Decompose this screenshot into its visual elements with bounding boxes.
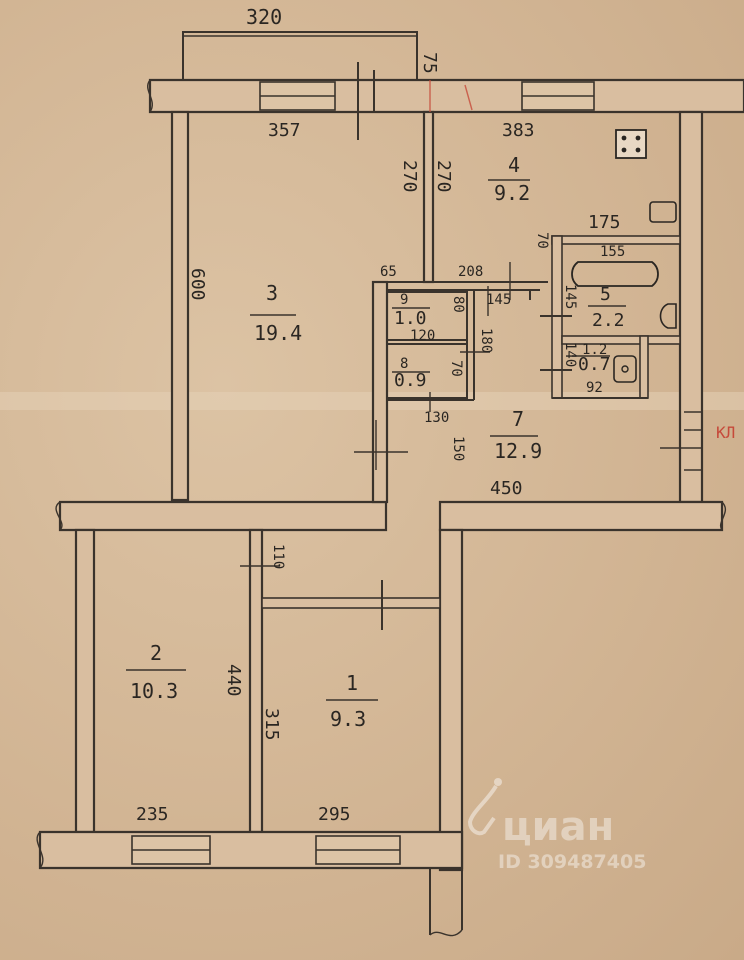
dim-wc-depth: 140 bbox=[562, 342, 578, 367]
stove-icon bbox=[615, 129, 647, 159]
room-5-number: 5 bbox=[600, 284, 611, 305]
dim-hall-depth: 180 bbox=[478, 328, 494, 353]
dim-r9-width: 145 bbox=[486, 292, 511, 308]
room-2-number: 2 bbox=[150, 641, 162, 665]
dim-r8-depth: 70 bbox=[448, 360, 464, 377]
bathtub-icon bbox=[571, 261, 659, 287]
watermark-id: ID 309487405 bbox=[498, 851, 646, 873]
fixtures bbox=[571, 129, 677, 383]
dim-room4-right: 270 bbox=[433, 160, 454, 193]
room-8-number: 8 bbox=[400, 356, 408, 372]
room-labels: 3 19.4 4 9.2 5 2.2 1.2 0.7 92 7 12.9 8 0… bbox=[126, 153, 626, 731]
watermark-brand: циан bbox=[502, 804, 614, 850]
dim-bath-width: 155 bbox=[600, 244, 625, 260]
room-3-area: 19.4 bbox=[254, 321, 302, 345]
dim-r9-depth: 80 bbox=[450, 296, 466, 313]
room-6-dim: 1.2 bbox=[582, 342, 607, 358]
room-9-number: 9 bbox=[400, 292, 408, 308]
dimension-labels: 320 75 357 383 600 270 270 175 70 65 208… bbox=[136, 5, 625, 825]
dim-room1-length: 315 bbox=[261, 708, 282, 741]
walls bbox=[36, 31, 744, 937]
dim-niche-depth: 70 bbox=[534, 232, 550, 249]
room-1-area: 9.3 bbox=[330, 707, 366, 731]
dim-room3-length: 600 bbox=[187, 268, 208, 301]
watermark: циан ID 309487405 bbox=[467, 778, 646, 873]
dim-room4-left: 270 bbox=[399, 160, 420, 193]
room-7-number: 7 bbox=[512, 407, 524, 431]
dim-balcony-width: 320 bbox=[246, 5, 282, 29]
room-7-area: 12.9 bbox=[494, 439, 542, 463]
toilet-icon bbox=[613, 355, 637, 383]
dim-bath-depth: 145 bbox=[562, 284, 578, 309]
dim-room1-gap: 110 bbox=[270, 544, 286, 569]
room-9-area: 1.0 bbox=[394, 308, 427, 329]
room-2-area: 10.3 bbox=[130, 679, 178, 703]
kitchen-sink-icon bbox=[649, 201, 677, 223]
room-4-area: 9.2 bbox=[494, 181, 530, 205]
dim-corridor-a: 65 bbox=[380, 264, 397, 280]
dim-room4-width: 383 bbox=[502, 120, 535, 141]
dim-balcony-depth: 75 bbox=[419, 52, 440, 74]
dim-r8-width: 120 bbox=[410, 328, 435, 344]
room-8-area: 0.9 bbox=[394, 370, 427, 391]
dim-hall-offset: 150 bbox=[450, 436, 466, 461]
room-6-area: 0.7 bbox=[578, 354, 611, 375]
dim-hall-width: 130 bbox=[424, 410, 449, 426]
dim-room2-length: 440 bbox=[223, 664, 244, 697]
dim-hall-length: 450 bbox=[490, 478, 523, 499]
room-6-width: 92 bbox=[586, 380, 603, 396]
room-5-area: 2.2 bbox=[592, 310, 625, 331]
side-note: КЛ bbox=[716, 423, 735, 442]
dim-room1-width: 295 bbox=[318, 804, 351, 825]
dim-room3-width: 357 bbox=[268, 120, 301, 141]
room-1-number: 1 bbox=[346, 671, 358, 695]
room-3-number: 3 bbox=[266, 281, 278, 305]
bath-sink-icon bbox=[659, 303, 677, 329]
dim-room2-width: 235 bbox=[136, 804, 169, 825]
dim-corridor-b: 208 bbox=[458, 264, 483, 280]
cian-logo-icon bbox=[467, 778, 502, 836]
dim-kitchen-niche: 175 bbox=[588, 212, 621, 233]
room-4-number: 4 bbox=[508, 153, 520, 177]
